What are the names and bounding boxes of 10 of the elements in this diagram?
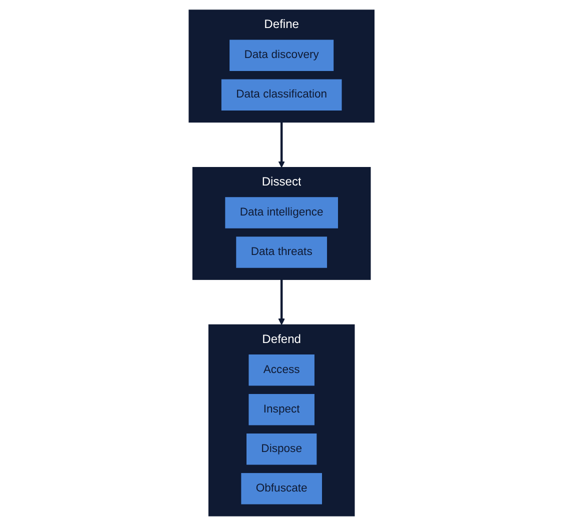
- node-box: Data classification: [220, 78, 342, 112]
- node-box: Dispose: [246, 432, 318, 466]
- node-box: Access: [248, 354, 316, 386]
- arrow: [278, 122, 285, 168]
- node-box: Inspect: [248, 393, 316, 426]
- arrow: [278, 280, 285, 326]
- node-box: Obfuscate: [240, 472, 323, 506]
- node-box: Data intelligence: [224, 196, 339, 230]
- node-box: Data threats: [235, 236, 328, 269]
- node-box: Data discovery: [228, 39, 334, 72]
